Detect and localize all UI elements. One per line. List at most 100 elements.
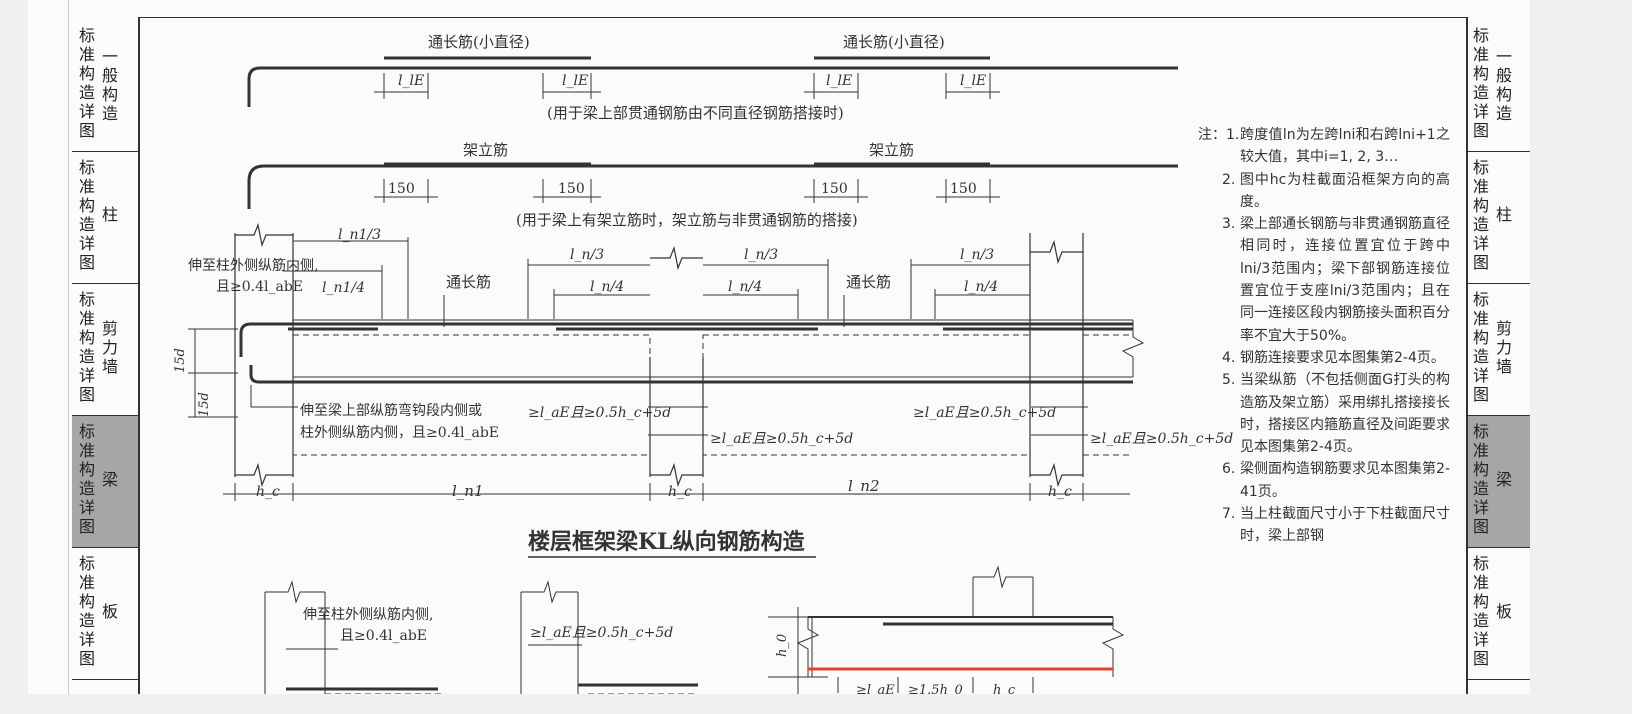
note-text: 当梁纵筋（不包括侧面G打头的构造筋及架立筋）采用绑扎搭接接长时，搭接区内箍筋直径…: [1240, 372, 1450, 456]
tab-beam[interactable]: 标准构造详图 梁: [1466, 416, 1530, 548]
tab-general[interactable]: 标准构造详图 一般构造: [1466, 20, 1530, 152]
note-anchor-outer-2: 且≥0.4l_abE: [216, 279, 303, 295]
tab-std-label: 标准构造详图: [1472, 158, 1489, 272]
tab-std-label: 标准构造详图: [1472, 554, 1489, 668]
note-item: 6. 梁侧面构造钢筋要求见本图集第2-41页。: [1210, 458, 1450, 503]
note-text: 钢筋连接要求见本图集第2-4页。: [1240, 349, 1445, 366]
note-item: 4. 钢筋连接要求见本图集第2-4页。: [1210, 347, 1450, 369]
tab-shear-wall[interactable]: 标准构造详图 剪力墙: [72, 284, 138, 416]
label-ln-3: l_n/3: [960, 247, 994, 263]
label-hc: h_c: [256, 484, 280, 500]
row-erection-bar: [247, 162, 1178, 209]
label-hc: h_c: [668, 484, 692, 500]
tab-column[interactable]: 标准构造详图 柱: [1466, 152, 1530, 284]
label-bottom-lae-short: ≥l_aE: [856, 683, 895, 694]
label-ln-3: l_n/3: [744, 247, 778, 263]
label-lae: ≥l_aE且≥0.5h_c+5d: [528, 405, 671, 421]
label-150: 150: [558, 181, 585, 197]
label-ln1-3: l_n1/3: [338, 227, 381, 243]
notes-panel: 注：1. 跨度值ln为左跨lni和右跨lni+1之较大值，其中i=1, 2, 3…: [1198, 124, 1450, 548]
label-ln1: l_n1: [452, 482, 484, 500]
label-through-bar-small-2: 通长筋(小直径): [843, 33, 945, 51]
tab-shear-wall[interactable]: 标准构造详图 剪力墙: [1466, 284, 1530, 416]
note-item: 7. 当上柱截面尺寸小于下柱截面尺寸时，梁上部钢: [1210, 503, 1450, 548]
note-anchor-outer-1: 伸至柱外侧纵筋内侧,: [188, 257, 318, 274]
label-bottom-15h0: ≥1.5h_0: [908, 683, 963, 694]
tab-beam[interactable]: 标准构造详图 梁: [72, 416, 138, 548]
note-number: 5.: [1222, 372, 1236, 389]
label-lle: l_lE: [826, 73, 852, 89]
label-15d: 15d: [197, 392, 212, 417]
label-lle: l_lE: [398, 73, 424, 89]
note-anchor-beam-2: 柱外侧纵筋内侧，且≥0.4l_abE: [300, 424, 499, 441]
note-number: 6.: [1222, 461, 1236, 478]
tab-column[interactable]: 标准构造详图 柱: [72, 152, 138, 284]
note-item: 注：1. 跨度值ln为左跨lni和右跨lni+1之较大值，其中i=1, 2, 3…: [1198, 124, 1450, 169]
note-number: 3.: [1222, 216, 1236, 233]
label-lle: l_lE: [960, 73, 986, 89]
left-index-tabs: 标准构造详图 一般构造 标准构造详图 柱 标准构造详图 剪力墙 标准构造详图 梁…: [72, 20, 138, 680]
beam-reinforcement-drawing: 通长筋(小直径) 通长筋(小直径) l_lE l_lE l_lE l_lE (用…: [138, 17, 1468, 694]
label-ln2: l_n2: [848, 477, 880, 495]
note-bottom-anchor-2: 且≥0.4l_abE: [340, 628, 427, 644]
note-number: 7.: [1222, 506, 1236, 523]
note-anchor-beam-1: 伸至梁上部纵筋弯钩段内侧或: [300, 402, 482, 419]
label-bottom-hc: h_c: [993, 683, 1016, 694]
tab-cat-label: 剪力墙: [1495, 319, 1512, 376]
label-lle: l_lE: [562, 73, 588, 89]
label-through-bar-2: 通长筋: [846, 273, 891, 291]
label-lae: ≥l_aE且≥0.5h_c+5d: [913, 405, 1056, 421]
label-ln-3: l_n/3: [570, 247, 604, 263]
note-item: 3. 梁上部通长钢筋与非贯通钢筋直径相同时，连接位置宜位于跨中lni/3范围内；…: [1210, 213, 1450, 347]
note-text: 当上柱截面尺寸小于下柱截面尺寸时，梁上部钢: [1240, 506, 1450, 545]
label-through-bar-small-1: 通长筋(小直径): [428, 33, 530, 51]
tab-std-label: 标准构造详图: [1472, 290, 1489, 404]
label-h0: h_0: [775, 634, 790, 657]
right-index-tabs: 标准构造详图 一般构造 标准构造详图 柱 标准构造详图 剪力墙 标准构造详图 梁…: [1466, 20, 1530, 680]
tab-cat-label: 板: [101, 602, 118, 621]
label-hc: h_c: [1048, 484, 1072, 500]
sheet-edge-line: [68, 0, 69, 694]
label-lae: ≥l_aE且≥0.5h_c+5d: [1090, 431, 1233, 447]
tab-cat-label: 板: [1495, 602, 1512, 621]
label-bottom-lae: ≥l_aE且≥0.5h_c+5d: [530, 625, 673, 641]
label-lae: ≥l_aE且≥0.5h_c+5d: [710, 431, 853, 447]
beam-elevation: [188, 222, 1145, 501]
label-ln1-4: l_n1/4: [322, 280, 365, 296]
tab-std-label: 标准构造详图: [78, 158, 95, 272]
note-text: 梁侧面构造钢筋要求见本图集第2-41页。: [1240, 461, 1450, 500]
tab-std-label: 标准构造详图: [78, 422, 95, 536]
label-erection-bar-1: 架立筋: [463, 141, 508, 159]
label-through-bar-1: 通长筋: [446, 273, 491, 291]
label-ln-4: l_n/4: [964, 279, 998, 295]
tab-std-label: 标准构造详图: [78, 290, 95, 404]
tab-std-label: 标准构造详图: [1472, 26, 1489, 140]
tab-slab[interactable]: 标准构造详图 板: [72, 548, 138, 680]
note-diff-diameter: (用于梁上部贯通钢筋由不同直径钢筋搭接时): [547, 104, 844, 122]
row-diff-diameter: [247, 56, 1178, 107]
tab-cat-label: 柱: [1495, 205, 1512, 224]
tab-std-label: 标准构造详图: [78, 26, 95, 140]
tab-std-label: 标准构造详图: [1472, 422, 1489, 536]
tab-cat-label: 梁: [101, 470, 118, 489]
tab-std-label: 标准构造详图: [78, 554, 95, 668]
note-item: 2. 图中hc为柱截面沿框架方向的高度。: [1210, 169, 1450, 214]
note-text: 梁上部通长钢筋与非贯通钢筋直径相同时，连接位置宜位于跨中lni/3范围内；梁下部…: [1240, 216, 1450, 344]
label-150: 150: [821, 181, 848, 197]
note-text: 图中hc为柱截面沿框架方向的高度。: [1240, 171, 1450, 210]
tab-cat-label: 梁: [1495, 470, 1512, 489]
label-150: 150: [950, 181, 977, 197]
note-number: 4.: [1222, 349, 1236, 366]
note-number: 注：1.: [1198, 127, 1240, 143]
note-item: 5. 当梁纵筋（不包括侧面G打头的构造筋及架立筋）采用绑扎搭接接长时，搭接区内箍…: [1210, 369, 1450, 458]
tab-cat-label: 柱: [101, 205, 118, 224]
tab-cat-label: 剪力墙: [101, 319, 118, 376]
bottom-details: [264, 565, 1125, 694]
tab-slab[interactable]: 标准构造详图 板: [1466, 548, 1530, 680]
note-erection: (用于梁上有架立筋时，架立筋与非贯通钢筋的搭接): [516, 211, 858, 229]
label-ln-4: l_n/4: [728, 279, 762, 295]
label-erection-bar-2: 架立筋: [869, 141, 914, 159]
drawing-sheet: 标准构造详图 一般构造 标准构造详图 柱 标准构造详图 剪力墙 标准构造详图 梁…: [28, 0, 1530, 694]
tab-general[interactable]: 标准构造详图 一般构造: [72, 20, 138, 152]
label-150: 150: [388, 181, 415, 197]
